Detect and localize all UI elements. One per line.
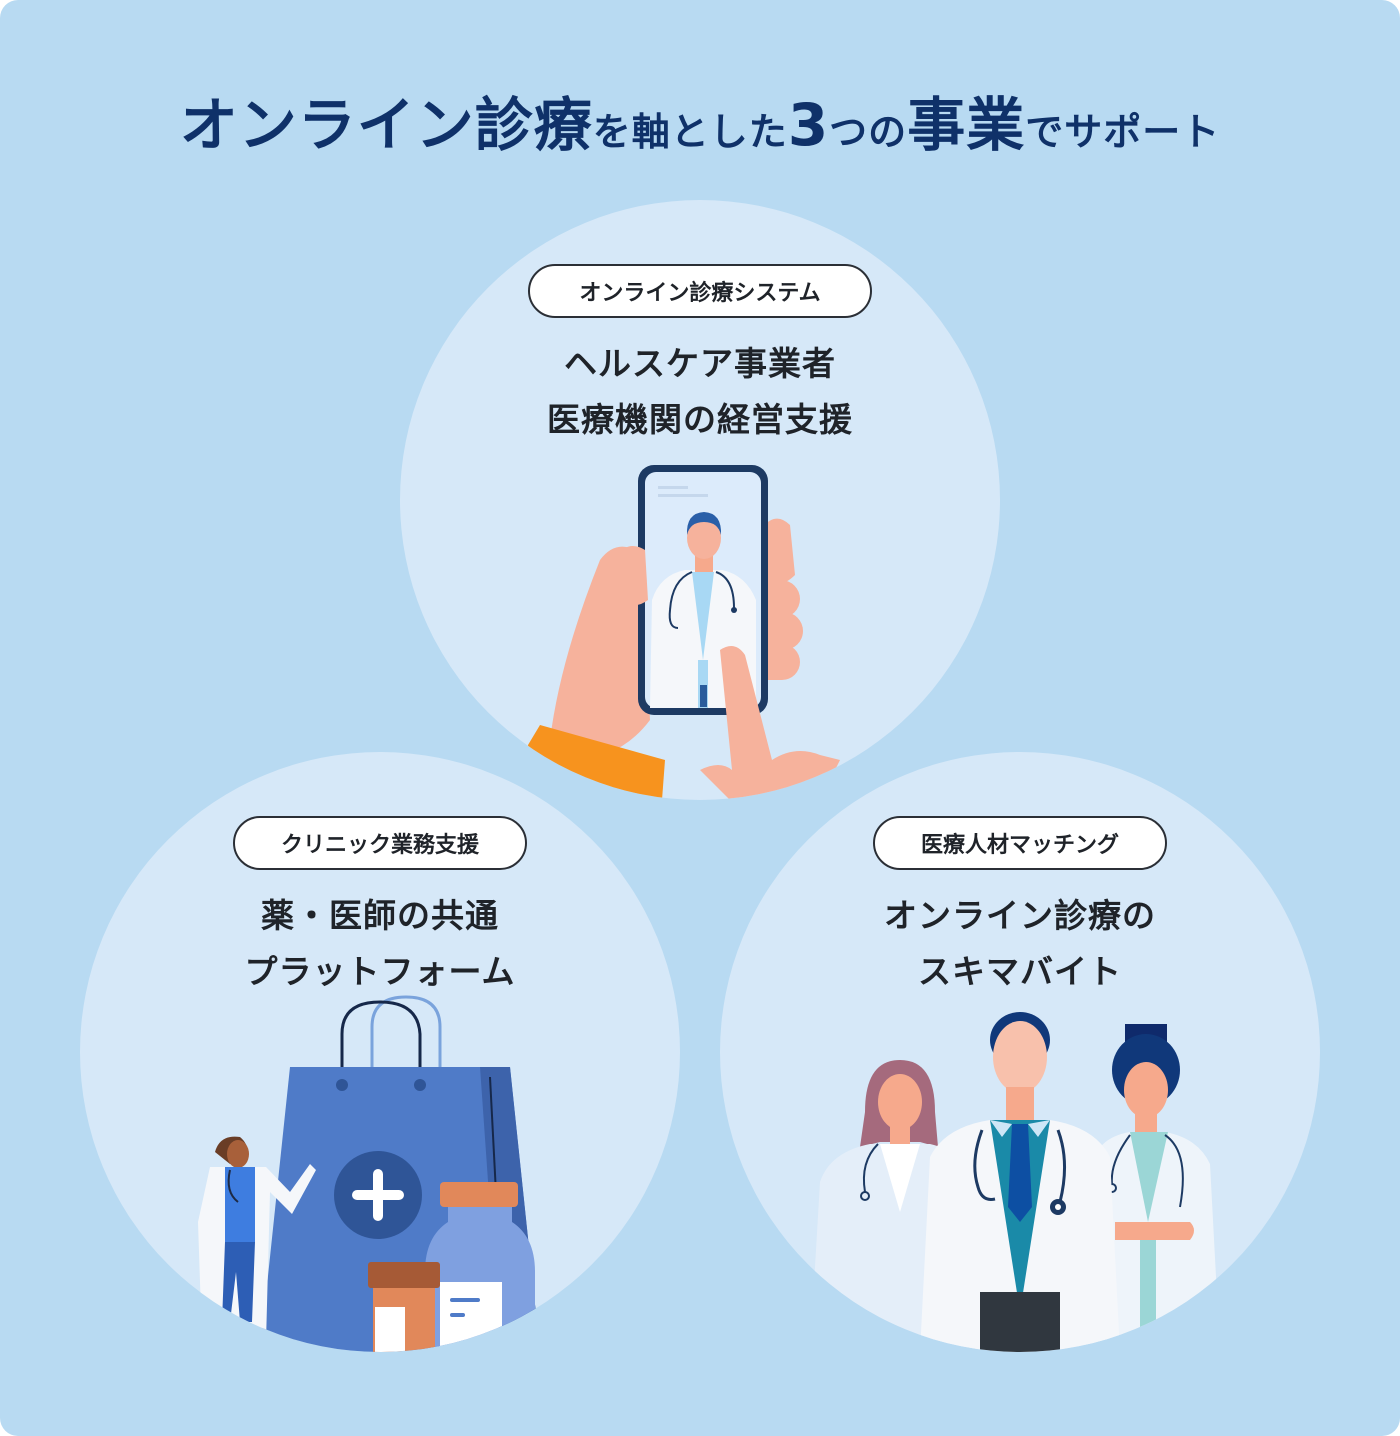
service-tag: 医療人材マッチング: [873, 816, 1167, 870]
description-line: プラットフォーム: [244, 952, 516, 991]
title-part-number: 3: [787, 91, 830, 159]
service-tag: クリニック業務支援: [233, 816, 527, 870]
service-card-staff-matching: 医療人材マッチング オンライン診療の スキマバイト: [720, 752, 1320, 1352]
page-title: オンライン診療を軸とした3つの事業でサポート: [0, 78, 1400, 162]
description-line: オンライン診療の: [884, 896, 1156, 935]
service-card-clinic-support: クリニック業務支援 薬・医師の共通 プラットフォーム: [80, 752, 680, 1352]
service-description: オンライン診療の スキマバイト: [720, 888, 1320, 1000]
service-card-online-system: オンライン診療システム ヘルスケア事業者 医療機関の経営支援: [400, 200, 1000, 800]
phone-video-call-icon: [528, 465, 840, 800]
description-line: ヘルスケア事業者: [564, 344, 836, 383]
title-part-online-care: オンライン診療: [179, 91, 593, 159]
service-description: 薬・医師の共通 プラットフォーム: [80, 888, 680, 1000]
description-line: 薬・医師の共通: [261, 896, 499, 935]
pharmacy-bag-icon: [198, 995, 540, 1352]
medical-staff-group-icon: [810, 1012, 1220, 1352]
title-part-axis: を軸とした: [592, 110, 788, 154]
title-part-business: 事業: [907, 91, 1026, 159]
description-line: スキマバイト: [918, 952, 1122, 991]
title-part-support: でサポート: [1025, 110, 1221, 154]
service-tag: オンライン診療システム: [528, 264, 872, 318]
description-line: 医療機関の経営支援: [547, 400, 853, 439]
title-part-counter: つの: [829, 110, 908, 154]
service-description: ヘルスケア事業者 医療機関の経営支援: [400, 336, 1000, 448]
